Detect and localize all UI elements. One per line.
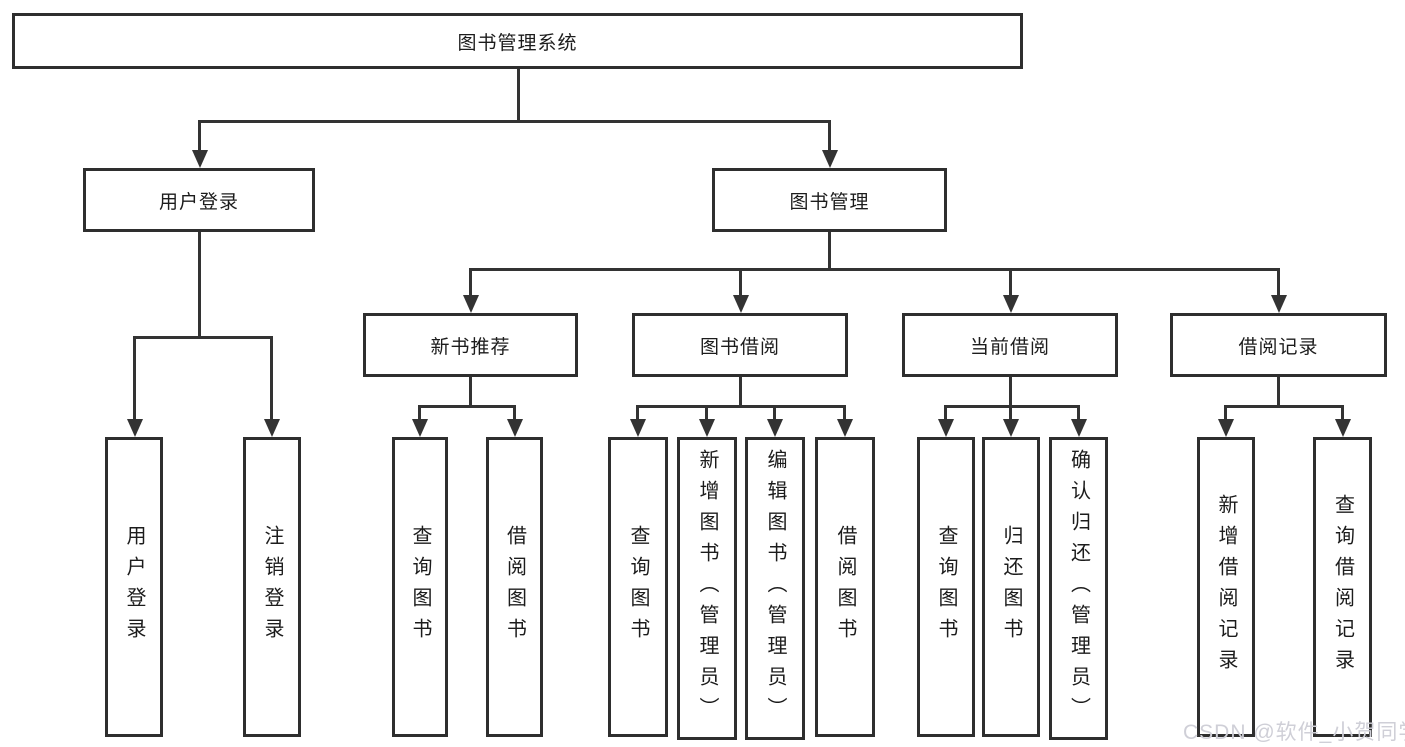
connector bbox=[469, 268, 1280, 271]
leaf-query-books: 查询图书 bbox=[917, 437, 975, 737]
arrowhead-down bbox=[264, 419, 280, 437]
node-label: 用户登录 bbox=[123, 525, 145, 649]
arrowhead-down bbox=[1218, 419, 1234, 437]
connector bbox=[198, 120, 201, 152]
arrowhead-down bbox=[630, 419, 646, 437]
node-book-management: 图书管理 bbox=[712, 168, 947, 232]
leaf-confirm-return-admin: 确认归还（管理员） bbox=[1049, 437, 1108, 740]
leaf-add-borrow-record: 新增借阅记录 bbox=[1197, 437, 1255, 737]
node-label: 图书借阅 bbox=[699, 336, 780, 358]
arrowhead-down bbox=[192, 150, 208, 168]
connector bbox=[469, 377, 472, 405]
arrowhead-down bbox=[822, 150, 838, 168]
connector bbox=[828, 120, 831, 152]
arrowhead-down bbox=[938, 419, 954, 437]
connector bbox=[739, 268, 742, 295]
connector bbox=[133, 336, 273, 339]
connector bbox=[1277, 377, 1280, 405]
node-new-book-recommend: 新书推荐 bbox=[363, 313, 578, 377]
node-label: 图书管理 bbox=[789, 191, 870, 213]
node-book-borrowing: 图书借阅 bbox=[632, 313, 848, 377]
connector bbox=[944, 405, 947, 419]
leaf-user-login: 用户登录 bbox=[105, 437, 163, 737]
leaf-borrow-books: 借阅图书 bbox=[486, 437, 543, 737]
connector bbox=[198, 232, 201, 336]
arrowhead-down bbox=[767, 419, 783, 437]
connector bbox=[469, 268, 472, 295]
node-label: 查询图书 bbox=[627, 525, 649, 649]
connector bbox=[1277, 268, 1280, 295]
node-label: 新书推荐 bbox=[430, 336, 511, 358]
connector bbox=[1009, 377, 1012, 405]
node-label: 借阅图书 bbox=[503, 525, 526, 649]
leaf-return-books: 归还图书 bbox=[982, 437, 1040, 737]
node-label: 新增借阅记录 bbox=[1215, 494, 1237, 680]
arrowhead-down bbox=[127, 419, 143, 437]
arrowhead-down bbox=[733, 295, 749, 313]
leaf-borrow-books: 借阅图书 bbox=[815, 437, 875, 737]
arrowhead-down bbox=[837, 419, 853, 437]
arrowhead-down bbox=[1071, 419, 1087, 437]
node-label: 查询图书 bbox=[409, 525, 431, 649]
connector bbox=[1224, 405, 1344, 408]
node-label: 用户登录 bbox=[158, 191, 239, 213]
leaf-query-books: 查询图书 bbox=[392, 437, 448, 737]
connector bbox=[198, 120, 831, 123]
connector bbox=[705, 405, 708, 419]
connector bbox=[773, 405, 776, 419]
arrowhead-down bbox=[699, 419, 715, 437]
node-label: 确认归还（管理员） bbox=[1067, 449, 1090, 728]
leaf-query-borrow-record: 查询借阅记录 bbox=[1313, 437, 1372, 737]
node-label: 编辑图书（管理员） bbox=[764, 449, 786, 728]
node-label: 归还图书 bbox=[1000, 525, 1022, 649]
connector bbox=[418, 405, 516, 408]
connector bbox=[517, 69, 520, 120]
connector bbox=[1224, 405, 1227, 419]
node-borrow-records: 借阅记录 bbox=[1170, 313, 1387, 377]
connector bbox=[270, 336, 273, 419]
arrowhead-down bbox=[507, 419, 523, 437]
node-root-library-system: 图书管理系统 bbox=[12, 13, 1023, 69]
leaf-query-books: 查询图书 bbox=[608, 437, 668, 737]
connector bbox=[739, 377, 742, 405]
connector bbox=[636, 405, 846, 408]
connector bbox=[1341, 405, 1344, 419]
arrowhead-down bbox=[1003, 419, 1019, 437]
leaf-edit-books-admin: 编辑图书（管理员） bbox=[745, 437, 805, 740]
connector bbox=[418, 405, 421, 419]
node-label: 借阅图书 bbox=[834, 525, 856, 649]
arrowhead-down bbox=[1003, 295, 1019, 313]
connector bbox=[513, 405, 516, 419]
node-label: 查询图书 bbox=[935, 525, 957, 649]
connector bbox=[133, 336, 136, 419]
connector bbox=[843, 405, 846, 419]
node-label: 借阅记录 bbox=[1238, 336, 1319, 358]
connector bbox=[636, 405, 639, 419]
connector bbox=[1009, 405, 1012, 419]
csdn-watermark: CSDN @软件_小贺同学 bbox=[1183, 721, 1405, 744]
node-label: 新增图书（管理员） bbox=[696, 449, 718, 728]
connector bbox=[1009, 268, 1012, 295]
arrowhead-down bbox=[1271, 295, 1287, 313]
node-label: 当前借阅 bbox=[969, 336, 1050, 358]
connector bbox=[1077, 405, 1080, 419]
node-label: 注销登录 bbox=[261, 525, 283, 649]
arrowhead-down bbox=[412, 419, 428, 437]
connector bbox=[828, 232, 831, 268]
arrowhead-down bbox=[463, 295, 479, 313]
node-user-login: 用户登录 bbox=[83, 168, 315, 232]
node-current-borrowing: 当前借阅 bbox=[902, 313, 1118, 377]
node-label: 查询借阅记录 bbox=[1331, 494, 1354, 680]
node-label: 图书管理系统 bbox=[457, 32, 578, 54]
arrowhead-down bbox=[1335, 419, 1351, 437]
leaf-add-books-admin: 新增图书（管理员） bbox=[677, 437, 737, 740]
leaf-logout: 注销登录 bbox=[243, 437, 301, 737]
connector bbox=[944, 405, 1080, 408]
